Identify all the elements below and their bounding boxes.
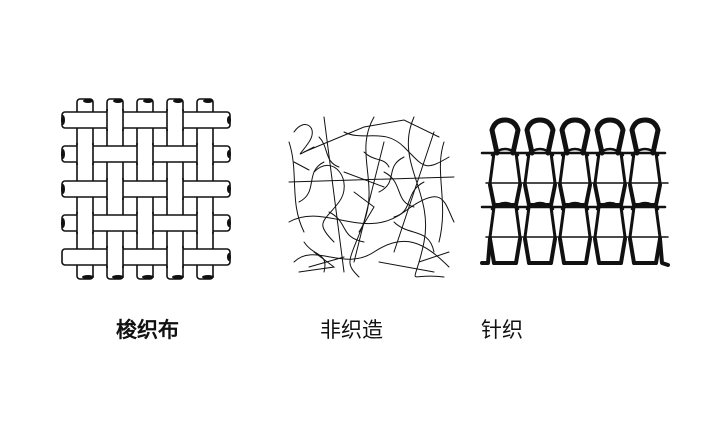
- knit-fabric-illustration: [480, 115, 670, 275]
- knit-loops-icon: [480, 117, 670, 267]
- nonwoven-fabric-label: 非织造: [320, 318, 383, 342]
- woven-fabric-illustration: [60, 94, 245, 289]
- knit-fabric-label: 针织: [481, 318, 523, 342]
- random-fiber-web-icon: [288, 116, 455, 278]
- woven-fabric-label: 梭织布: [116, 318, 179, 342]
- nonwoven-fabric-illustration: [284, 112, 456, 278]
- plain-weave-icon: [61, 98, 231, 280]
